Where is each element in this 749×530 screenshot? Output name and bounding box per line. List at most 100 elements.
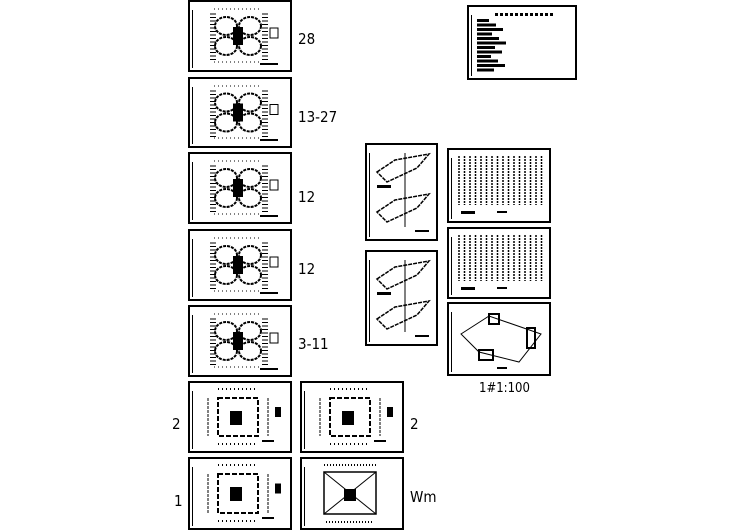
drawing-stroke (214, 16, 238, 36)
drawing-stroke (269, 332, 279, 344)
drawing-stroke (478, 349, 494, 361)
label-floor-2a: 2 (172, 415, 181, 433)
drawing-stroke (214, 36, 238, 56)
sheet-floor-13-27[interactable] (188, 77, 292, 148)
drawing-stroke (477, 41, 506, 45)
floor-plan-drawing (210, 85, 279, 141)
sheet-riser-1[interactable] (447, 148, 551, 223)
drawing-stroke (233, 27, 243, 45)
drawing-stroke (214, 321, 238, 341)
drawing-stroke (275, 407, 281, 417)
floor-plan-drawing (210, 160, 279, 217)
drawing-stroke (461, 211, 475, 214)
drawing-stroke (387, 407, 393, 417)
drawing-stroke (230, 487, 242, 501)
roof-plan-drawing (323, 464, 377, 523)
sheet-roof[interactable] (300, 457, 404, 530)
drawing-stroke (461, 287, 475, 290)
drawing-stroke (477, 64, 505, 67)
drawing-stroke (214, 341, 238, 361)
drawing-stroke (238, 92, 262, 113)
sheet-floor-2b[interactable] (300, 381, 404, 453)
riser-diagram (458, 235, 543, 290)
sheet-iso-1[interactable] (365, 143, 438, 241)
drawing-stroke (477, 32, 492, 36)
drawing-stroke (269, 256, 279, 268)
drawing-stroke (477, 46, 495, 49)
drawing-stroke (344, 489, 356, 501)
drawing-stroke (214, 112, 238, 133)
drawing-stroke (477, 28, 503, 31)
sheet-iso-2[interactable] (365, 250, 438, 346)
drawing-stroke (375, 152, 431, 183)
drawing-stroke (269, 179, 279, 191)
drawing-stroke (377, 292, 391, 295)
drawing-stroke (217, 473, 259, 514)
drawing-stroke (477, 50, 502, 54)
label-floor-1: 1 (174, 492, 183, 510)
legend-table (477, 19, 506, 72)
drawing-stroke (238, 321, 262, 341)
drawing-stroke (230, 411, 242, 425)
drawing-stroke (477, 59, 498, 63)
sheet-floor-28[interactable] (188, 0, 292, 72)
drawing-stroke (477, 19, 489, 22)
floor-plan-drawing (207, 464, 281, 522)
sheet-floor-1[interactable] (188, 457, 292, 530)
sheet-riser-2[interactable] (447, 227, 551, 299)
drawing-stroke (275, 483, 281, 494)
drawing-stroke (217, 397, 259, 437)
riser-diagram (458, 156, 543, 214)
drawing-stroke (375, 192, 431, 223)
drawing-stroke (460, 315, 542, 363)
floor-plan-drawing (210, 8, 279, 65)
drawing-stroke (238, 245, 262, 265)
drawing-stroke (233, 332, 243, 350)
drawing-stroke (329, 397, 371, 437)
drawing-stroke (238, 168, 262, 188)
drawing-stroke (214, 168, 238, 188)
floor-plan-drawing (319, 388, 393, 445)
isometric-pipe-drawing (375, 259, 431, 337)
drawing-stroke (238, 265, 262, 285)
sheet-floor-12b[interactable] (188, 229, 292, 301)
label-floor-12b: 12 (298, 260, 316, 278)
label-floor-13-27: 13-27 (298, 108, 338, 126)
drawing-stroke (526, 327, 536, 349)
drawing-stroke (269, 27, 279, 39)
drawing-stroke (377, 185, 391, 188)
drawing-stroke (214, 265, 238, 285)
label-floor-3-11: 3-11 (298, 335, 329, 353)
isometric-3d-drawing (460, 313, 542, 369)
drawing-stroke (342, 411, 354, 425)
drawing-stroke (477, 55, 491, 58)
label-floor-12a: 12 (298, 188, 316, 206)
drawing-stroke (233, 256, 243, 274)
drawing-stroke (269, 104, 279, 115)
label-floor-2b: 2 (410, 415, 419, 433)
sheet-floor-3-11[interactable] (188, 305, 292, 377)
drawing-stroke (477, 37, 499, 40)
drawing-stroke (497, 211, 507, 213)
sheet-legend[interactable] (467, 5, 577, 80)
drawing-stroke (375, 259, 431, 290)
drawing-stroke (375, 299, 431, 330)
legend-title (495, 13, 555, 16)
drawing-stroke (497, 287, 507, 289)
floor-plan-drawing (207, 388, 281, 445)
isometric-pipe-drawing (375, 152, 431, 232)
label-floor-28: 28 (298, 30, 316, 48)
sheet-floor-2a[interactable] (188, 381, 292, 453)
drawing-stroke (214, 245, 238, 265)
drawing-stroke (488, 313, 500, 325)
drawing-stroke (477, 68, 494, 72)
drawing-stroke (323, 471, 377, 515)
drawing-stroke (238, 36, 262, 56)
drawing-stroke (238, 16, 262, 36)
floor-plan-drawing (210, 313, 279, 370)
drawing-stroke (238, 112, 262, 133)
sheet-floor-12a[interactable] (188, 152, 292, 224)
drawing-stroke (238, 188, 262, 208)
drawing-stroke (214, 92, 238, 113)
sheet-iso-3d[interactable] (447, 302, 551, 376)
